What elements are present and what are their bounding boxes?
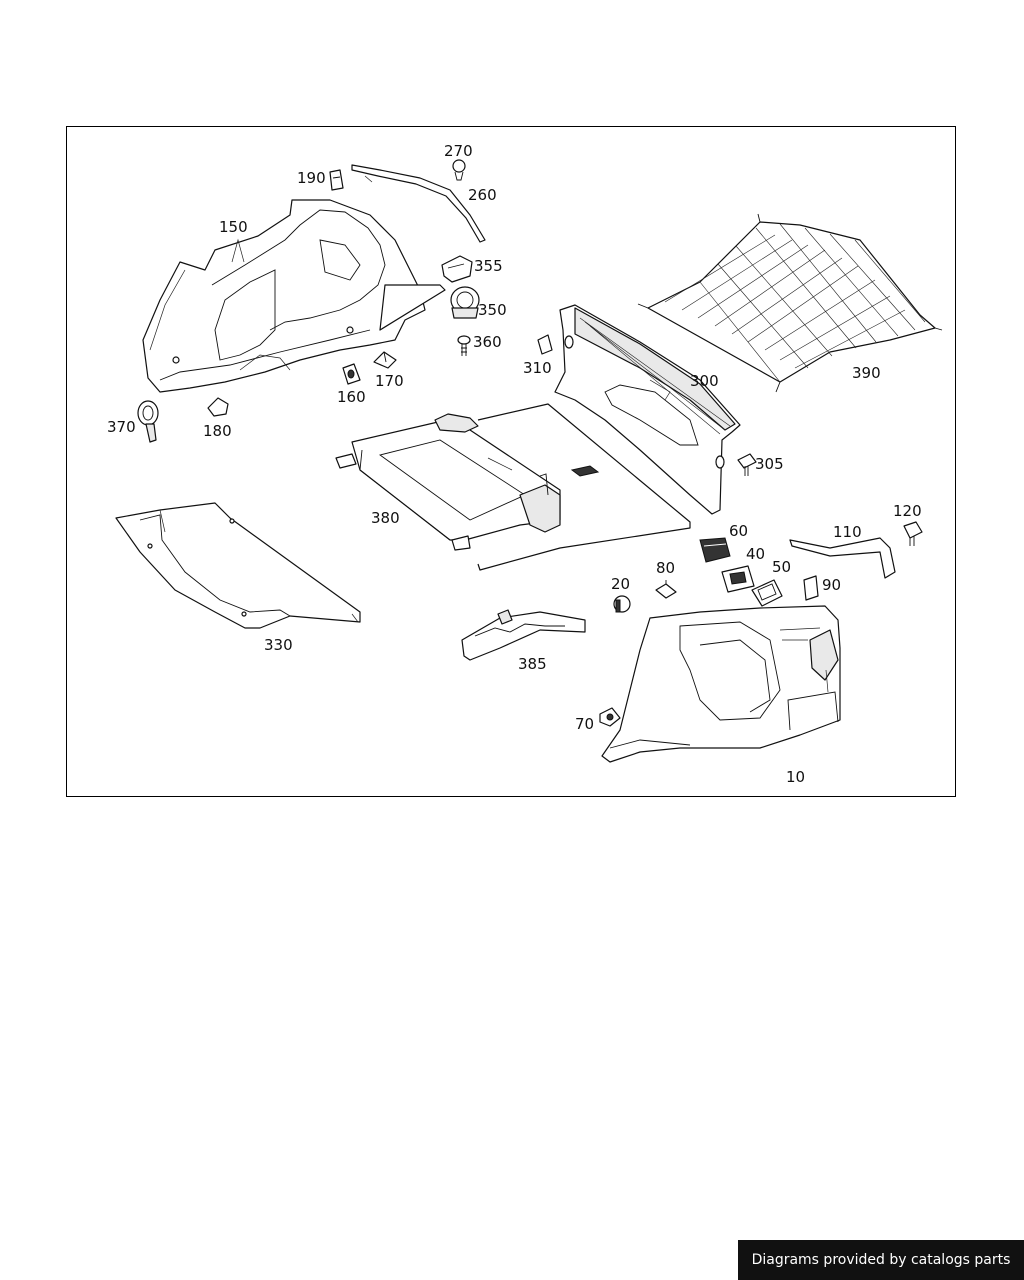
part-20-clip[interactable] [613, 595, 631, 613]
part-305-push-clip[interactable] [737, 453, 757, 476]
callout-350[interactable]: 350 [478, 301, 507, 319]
callout-160[interactable]: 160 [337, 388, 366, 406]
callout-390[interactable]: 390 [852, 364, 881, 382]
callout-305[interactable]: 305 [755, 455, 784, 473]
callout-270[interactable]: 270 [444, 142, 473, 160]
callout-355[interactable]: 355 [474, 257, 503, 275]
part-180-cap[interactable] [207, 397, 229, 417]
part-90-bracket[interactable] [803, 575, 819, 601]
callout-190[interactable]: 190 [297, 169, 326, 187]
part-380-luggage-cover[interactable] [335, 403, 691, 571]
part-260-trim-strip[interactable] [351, 164, 486, 243]
callout-300[interactable]: 300 [690, 372, 719, 390]
callout-370[interactable]: 370 [107, 418, 136, 436]
part-60-switch[interactable] [699, 537, 731, 563]
part-40-socket[interactable] [721, 565, 755, 593]
callout-385[interactable]: 385 [518, 655, 547, 673]
part-10-right-side-trim[interactable] [601, 605, 841, 763]
callout-70[interactable]: 70 [575, 715, 594, 733]
callout-260[interactable]: 260 [468, 186, 497, 204]
part-80-push-nut[interactable] [655, 580, 677, 599]
callout-60[interactable]: 60 [729, 522, 748, 540]
part-355-cover[interactable] [441, 255, 473, 283]
part-390-cargo-net[interactable] [637, 213, 943, 393]
callout-50[interactable]: 50 [772, 558, 791, 576]
part-120-clip[interactable] [903, 521, 923, 546]
callout-180[interactable]: 180 [203, 422, 232, 440]
part-370-tie-down-ring[interactable] [137, 400, 159, 443]
callout-80[interactable]: 80 [656, 559, 675, 577]
part-330-floor-panel[interactable] [115, 502, 361, 629]
callout-380[interactable]: 380 [371, 509, 400, 527]
callout-40[interactable]: 40 [746, 545, 765, 563]
callout-360[interactable]: 360 [473, 333, 502, 351]
part-310-clip[interactable] [537, 334, 553, 355]
credit-banner: Diagrams provided by catalogs parts [738, 1240, 1024, 1280]
callout-150[interactable]: 150 [219, 218, 248, 236]
callout-10[interactable]: 10 [786, 768, 805, 786]
callout-310[interactable]: 310 [523, 359, 552, 377]
part-360-screw[interactable] [457, 335, 471, 356]
callout-110[interactable]: 110 [833, 523, 862, 541]
callout-170[interactable]: 170 [375, 372, 404, 390]
part-300-rear-sill-panel[interactable] [554, 304, 741, 515]
callout-90[interactable]: 90 [822, 576, 841, 594]
part-270-fastener[interactable] [452, 159, 466, 181]
part-350-tie-down-eye[interactable] [450, 286, 480, 319]
part-160-clip[interactable] [342, 363, 361, 385]
part-170-push-nut[interactable] [373, 351, 397, 369]
callout-330[interactable]: 330 [264, 636, 293, 654]
part-110-strip[interactable] [789, 537, 896, 579]
part-70-clip[interactable] [599, 707, 621, 727]
part-150-left-side-trim[interactable] [142, 199, 446, 393]
part-190-clip[interactable] [329, 169, 344, 191]
part-385-bracket[interactable] [461, 609, 586, 661]
callout-120[interactable]: 120 [893, 502, 922, 520]
callout-20[interactable]: 20 [611, 575, 630, 593]
part-50-frame[interactable] [751, 579, 783, 607]
